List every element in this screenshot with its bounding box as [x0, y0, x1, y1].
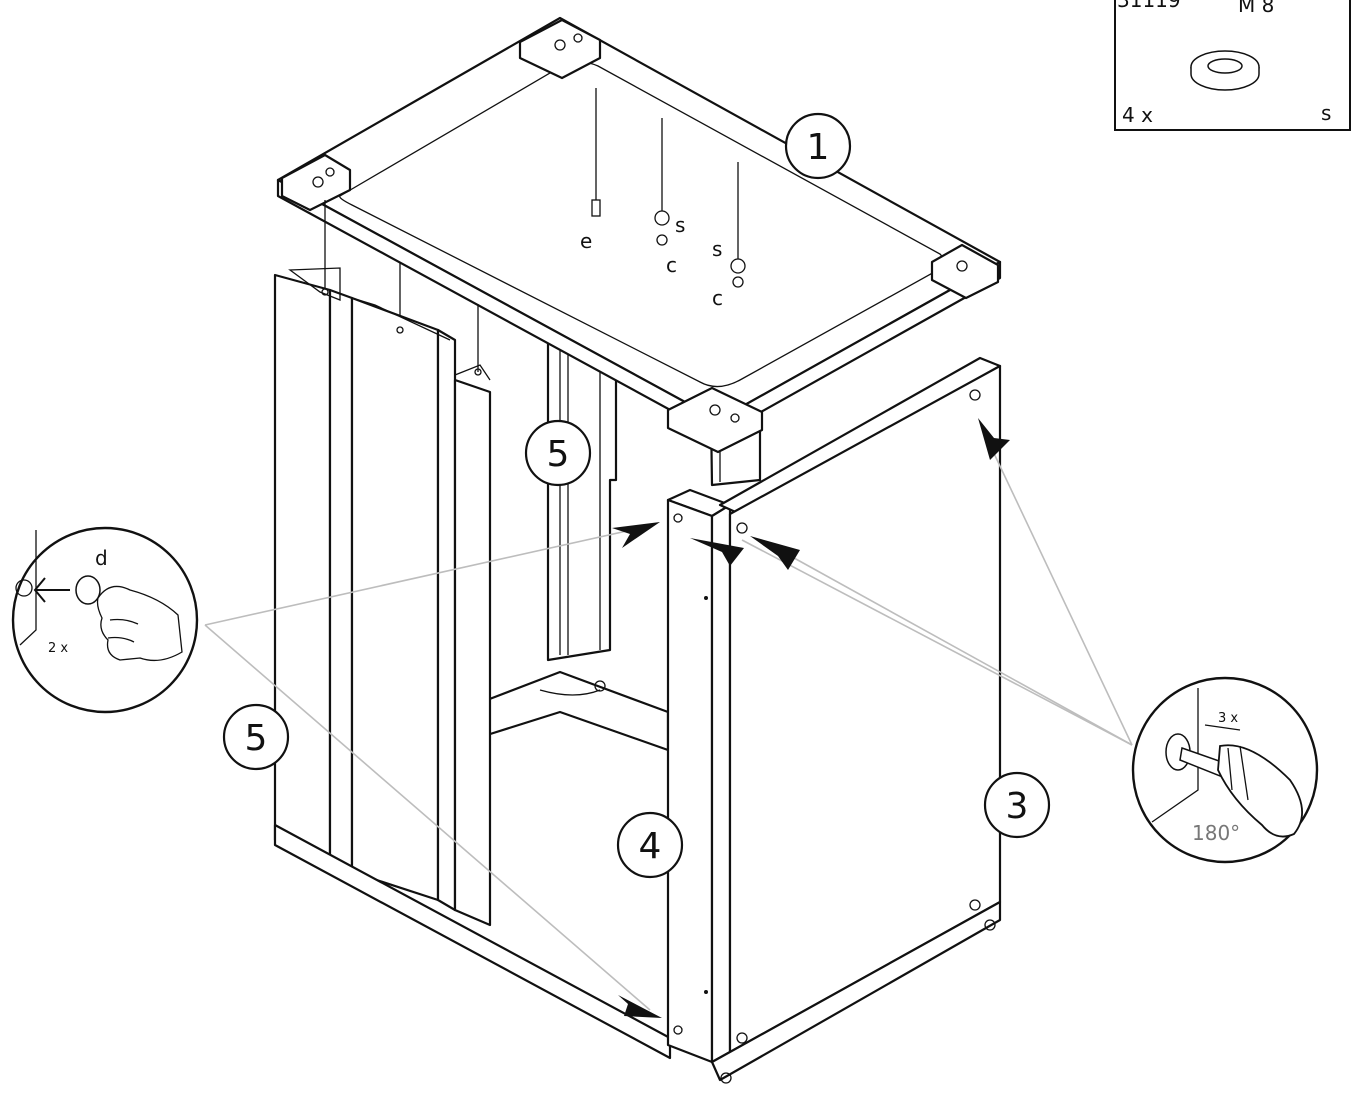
detail-callout-cap: d 2 x — [11, 526, 199, 714]
bottom-frame — [485, 670, 670, 752]
side-panel-left — [273, 267, 672, 1060]
hardware-label-e: e — [580, 229, 592, 253]
svg-text:5: 5 — [245, 718, 268, 759]
detail-callout-screw: 3 x 180° — [1131, 676, 1319, 864]
legend-letter: s — [1321, 101, 1331, 125]
cap-letter: d — [95, 546, 108, 570]
svg-text:4: 4 — [639, 826, 662, 867]
hardware-legend-box: 31119 M 8 4 x s — [1114, 0, 1351, 131]
part-number-3: 3 — [983, 771, 1051, 839]
part-number-5-left: 5 — [222, 703, 290, 771]
part-number-5-rear: 5 — [524, 419, 592, 487]
screw-count: 3 x — [1218, 711, 1238, 726]
svg-text:3: 3 — [1006, 786, 1029, 827]
legend-size: M 8 — [1238, 0, 1274, 17]
hardware-label-s: s — [675, 213, 685, 237]
washer-icon — [1190, 50, 1260, 91]
front-panel — [710, 356, 1002, 1084]
legend-code: 31119 — [1117, 0, 1181, 12]
hardware-label-c: c — [712, 286, 723, 310]
leader-lines — [204, 444, 1133, 1011]
part-number-4: 4 — [616, 811, 684, 879]
screw-angle: 180° — [1192, 821, 1240, 845]
corner-block-front — [666, 386, 764, 454]
corner-block-tl — [280, 153, 352, 212]
hardware-label-c: c — [666, 253, 677, 277]
hand-icon — [96, 585, 183, 662]
legend-quantity: 4 x — [1122, 103, 1153, 127]
svg-text:5: 5 — [547, 434, 570, 475]
hardware-label-s: s — [712, 237, 722, 261]
top-frame — [276, 16, 1002, 454]
arrow-icons — [612, 418, 1010, 1018]
part-number-1: 1 — [784, 112, 852, 180]
svg-text:1: 1 — [807, 127, 830, 168]
front-post — [666, 488, 732, 1064]
corner-block-top — [518, 18, 602, 80]
screwdriver-icon — [1179, 744, 1303, 838]
corner-block-right — [930, 243, 1000, 300]
hardware-guides — [324, 88, 746, 372]
cap-count: 2 x — [48, 641, 68, 656]
